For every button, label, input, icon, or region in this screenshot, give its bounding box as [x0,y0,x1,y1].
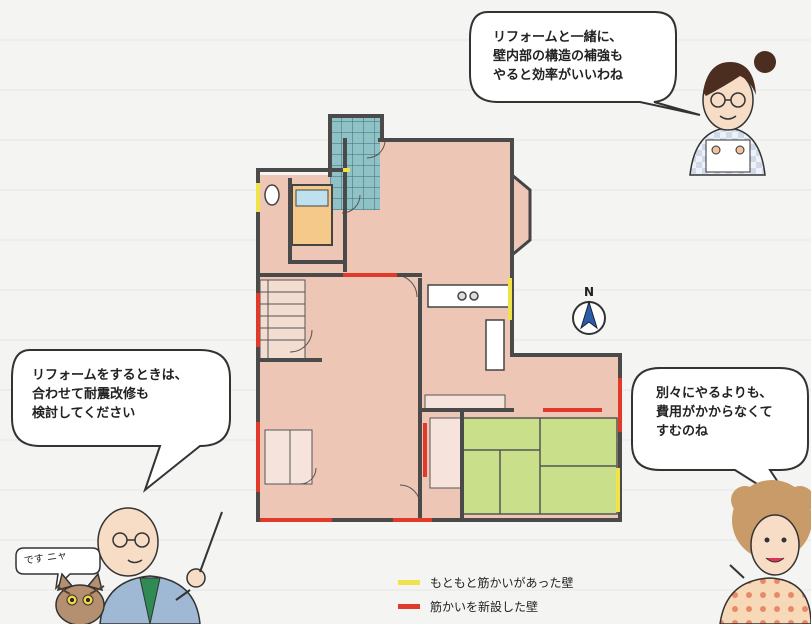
pointer-stick [199,511,223,573]
staircase [259,279,306,361]
bubble-line: 壁内部の構造の補強も [493,49,624,64]
bubble-text-woman-top: リフォームと一緒に、 壁内部の構造の補強も やると効率がいいわね [493,28,623,85]
tatami-room [461,417,618,515]
bubble-line: 検討してください [32,406,136,421]
legend-item-existing: もともと筋かいがあった壁 [398,574,574,591]
bay-window [511,173,532,257]
bubble-line: やると効率がいいわね [493,68,624,83]
bubble-line: すむのね [656,424,709,439]
cat-character [55,572,105,624]
new-bracing-walls [256,273,622,522]
legend-label: 筋かいを新設した壁 [430,600,539,614]
legend-item-new: 筋かいを新設した壁 [398,598,538,615]
compass-icon [572,300,606,335]
bubble-text-man-left: リフォームをするときは、 合わせて耐震改修も 検討してください [32,366,188,423]
legend-swatch-yellow [398,580,420,585]
legend-swatch-red [398,604,420,609]
walls [256,114,622,522]
bath-tile [330,116,380,210]
bubble-text-woman-right: 別々にやるよりも、 費用がかからなくて すむのね [656,384,773,441]
speech-bubble-woman-top [469,11,701,116]
existing-bracing-walls [256,168,620,512]
woman-character-top [689,51,776,176]
bubble-line: 合わせて耐震改修も [32,387,150,402]
man-character [97,507,223,624]
toilet [264,184,280,206]
bubble-line: 費用がかからなくて [656,405,773,420]
speech-bubble-man-left [11,349,231,493]
kitchen [427,284,511,371]
bubble-line: リフォームと一緒に、 [493,30,623,45]
compass-label: N [584,285,594,299]
bubble-line: リフォームをするときは、 [32,368,188,383]
floor-plan [256,114,622,522]
woman-character-right [719,480,811,624]
bubble-line: 別々にやるよりも、 [656,386,773,401]
legend-label: もともと筋かいがあった壁 [430,576,574,590]
